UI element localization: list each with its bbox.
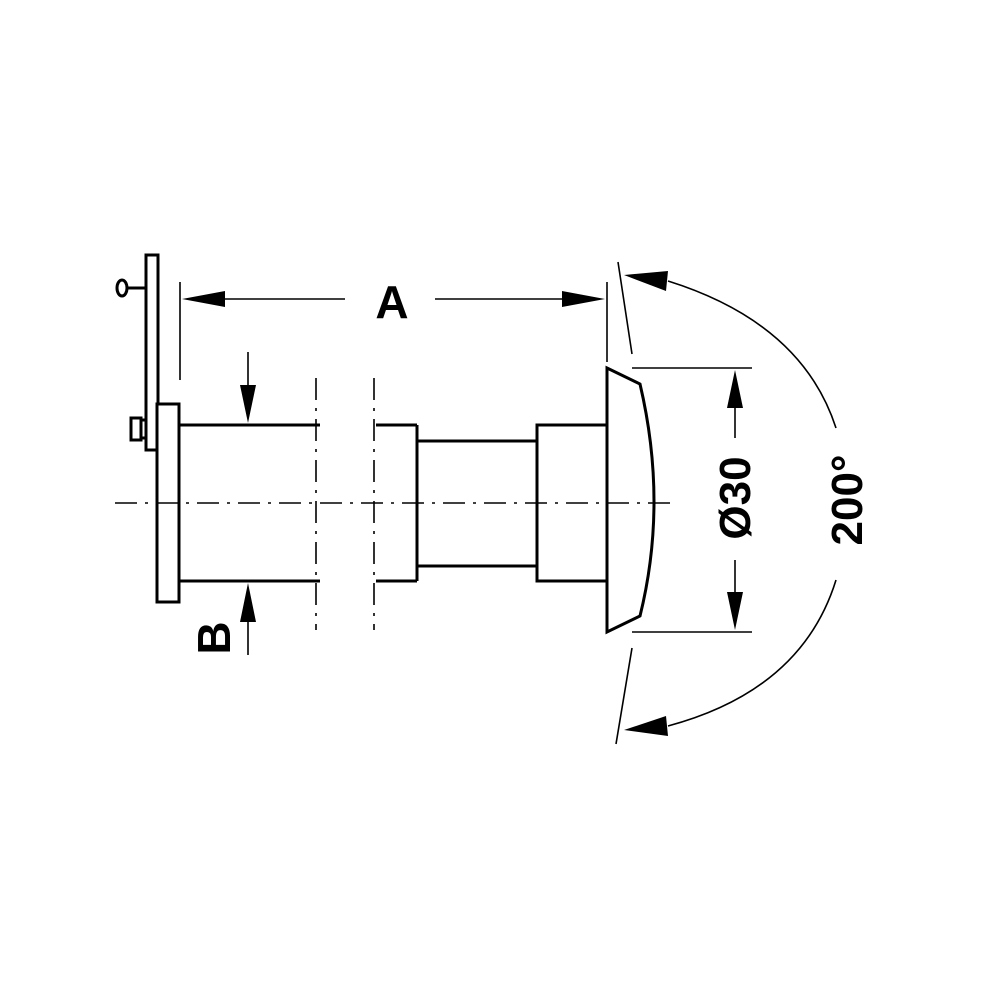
diameter-label: Ø30 [711, 456, 760, 539]
dimension-b-arrow-bottom [240, 583, 256, 622]
viewer-neck [417, 439, 537, 568]
viewing-angle [615, 261, 837, 745]
angle-arrow-top [624, 271, 668, 291]
angle-label: 200° [823, 454, 872, 545]
diameter-arrow-bottom [727, 592, 743, 630]
dimension-a-arrow-left [182, 291, 225, 307]
dimension-b-arrow-top [240, 385, 256, 423]
lens-head [605, 365, 656, 635]
dimension-a-label: A [375, 276, 408, 328]
dimension-diameter [632, 367, 752, 633]
inner-cover-plate [115, 253, 160, 452]
dimension-b [240, 352, 256, 655]
dimension-a [179, 282, 608, 380]
dimension-b-label: B [188, 621, 240, 654]
angle-arrow-bottom [624, 716, 668, 736]
inner-sleeve [179, 423, 320, 583]
diameter-arrow-top [727, 370, 743, 408]
dimension-a-arrow-right [562, 291, 605, 307]
